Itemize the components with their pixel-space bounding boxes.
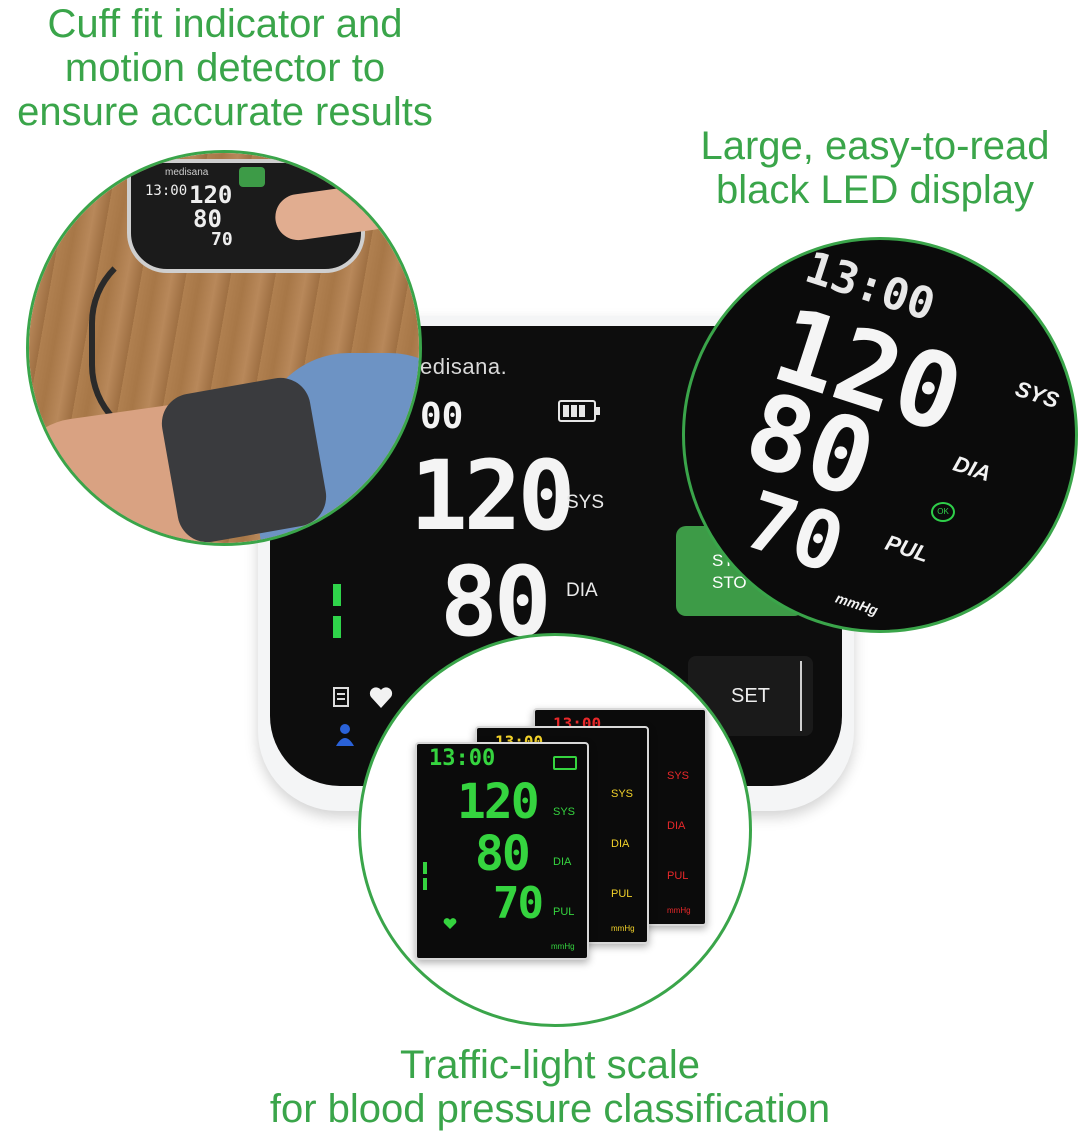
caption-led-display: Large, easy-to-read black LED display [680,124,1070,212]
zoom-dia-label: DIA [950,450,994,487]
caption-line: motion detector to [64,46,386,90]
red-dia-label: DIA [667,820,686,832]
ok-icon: OK [931,502,955,522]
yellow-dia-label: DIA [611,838,630,850]
green-pul-label: PUL [553,906,575,918]
photo-sys: 120 [189,181,233,209]
green-battery-icon [553,756,577,770]
brand-logo: edisana. [420,354,508,379]
battery-icon [558,400,600,422]
green-unit: mmHg [551,942,575,951]
memory-icon [333,687,349,707]
green-heart-icon [443,918,457,929]
set-label: SET [731,684,770,707]
zoom-pul-label: PUL [882,529,932,568]
red-pul-label: PUL [667,870,689,882]
caption-traffic-light: Traffic-light scale for blood pressure c… [220,1043,880,1131]
user-icon [336,724,354,746]
scale-bar-icon [333,584,341,606]
photo-start-button [239,167,265,187]
yellow-pul-label: PUL [611,888,633,900]
photo-pul: 70 [211,229,233,250]
caption-line: for blood pressure classification [269,1087,831,1131]
sys-label: SYS [566,492,605,513]
cuff [157,373,331,543]
divider [800,661,802,731]
zoom-display-circle: 13:00 120 SYS 80 DIA OK 70 PUL mmHg [682,237,1078,633]
traffic-light-circle: 13:00 SYS DIA PUL mmHg 13:00 SYS DIA PUL… [358,633,752,1027]
caption-line: ensure accurate results [17,90,433,134]
green-panel: 13:00 120 SYS 80 DIA 70 PUL mmHg [415,742,589,960]
cuff-photo-circle: medisana 13:00 120 80 70 [26,150,422,546]
red-unit: mmHg [667,906,691,915]
green-dia: 80 [475,826,531,882]
zoom-sys-label: SYS [1012,375,1062,414]
caption-line: Large, easy-to-read [700,124,1050,168]
caption-line: Cuff fit indicator and [47,2,403,46]
green-scale-bar-icon [423,862,427,874]
time-readout: 00 [420,396,464,437]
sys-readout: 120 [410,440,575,552]
green-time: 13:00 [429,746,496,771]
zoom-pul: 70 [734,473,855,592]
photo-brand: medisana [165,167,209,178]
green-sys: 120 [457,774,540,830]
photo-time: 13:00 [145,183,188,199]
heart-icon [369,687,393,708]
green-dia-label: DIA [553,856,572,868]
green-sys-label: SYS [553,806,576,818]
yellow-sys-label: SYS [611,788,634,800]
green-pul: 70 [493,878,544,929]
caption-cuff-fit: Cuff fit indicator and motion detector t… [0,2,450,134]
dia-label: DIA [566,580,598,601]
caption-line: Traffic-light scale [399,1043,701,1087]
yellow-unit: mmHg [611,924,635,933]
caption-line: black LED display [716,168,1034,212]
stop-label: STO [712,573,747,592]
zoom-unit: mmHg [833,589,880,619]
red-sys-label: SYS [667,770,690,782]
scale-bar-icon [333,616,341,638]
photo-dia: 80 [193,205,222,233]
green-scale-bar-icon [423,878,427,890]
